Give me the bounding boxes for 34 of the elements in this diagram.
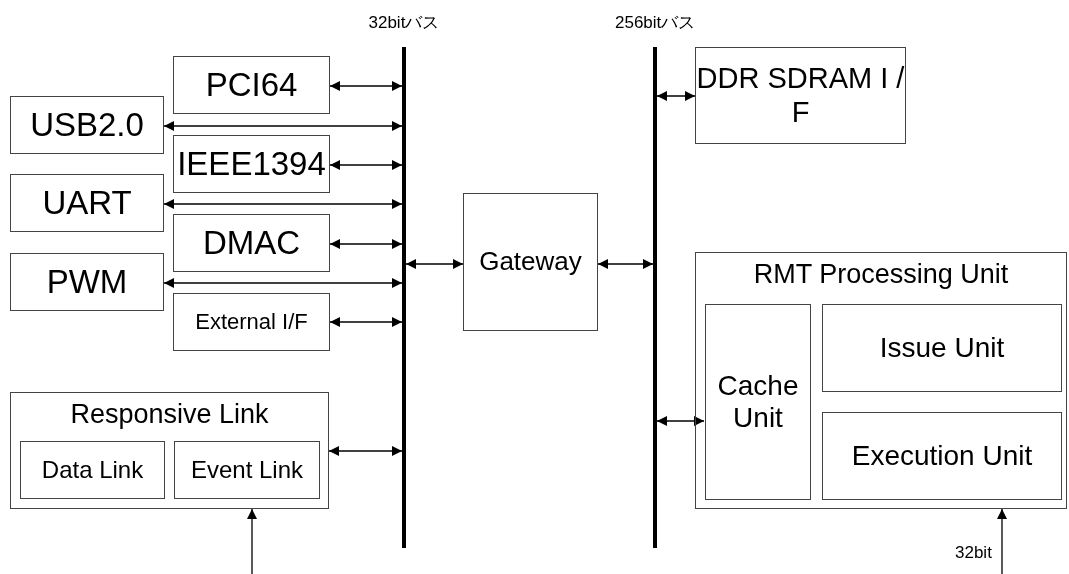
group-title: RMT Processing Unit — [752, 259, 1010, 290]
block-box: Issue Unit — [822, 304, 1062, 392]
arrow — [163, 199, 403, 209]
arrow — [329, 81, 403, 91]
block-box: UART — [10, 174, 164, 232]
arrow — [329, 317, 403, 327]
arrow — [163, 121, 403, 131]
arrow — [997, 508, 1007, 574]
block-box: IEEE1394 — [173, 135, 330, 193]
arrow — [163, 278, 403, 288]
arrow — [656, 416, 705, 426]
block-box: PWM — [10, 253, 164, 311]
block-box: Gateway — [463, 193, 598, 331]
block-box: PCI64 — [173, 56, 330, 114]
group-box — [695, 252, 1067, 509]
arrow — [329, 160, 403, 170]
block-box: External I/F — [173, 293, 330, 351]
block-box: DDR SDRAM I / F — [695, 47, 906, 144]
block-box: Data Link — [20, 441, 165, 499]
bus-label: 256bitバス — [615, 12, 696, 34]
group-title: Responsive Link — [69, 399, 270, 430]
block-box: Event Link — [174, 441, 320, 499]
arrow — [405, 259, 464, 269]
arrow — [247, 508, 257, 574]
bus-label: 32bitバス — [368, 12, 440, 34]
arrow — [597, 259, 654, 269]
block-box: Cache Unit — [705, 304, 811, 500]
block-box: Execution Unit — [822, 412, 1062, 500]
block-box: USB2.0 — [10, 96, 164, 154]
arrow — [329, 239, 403, 249]
arrow — [656, 91, 696, 101]
arrow — [328, 446, 403, 456]
block-box: DMAC — [173, 214, 330, 272]
group-box — [10, 392, 329, 509]
